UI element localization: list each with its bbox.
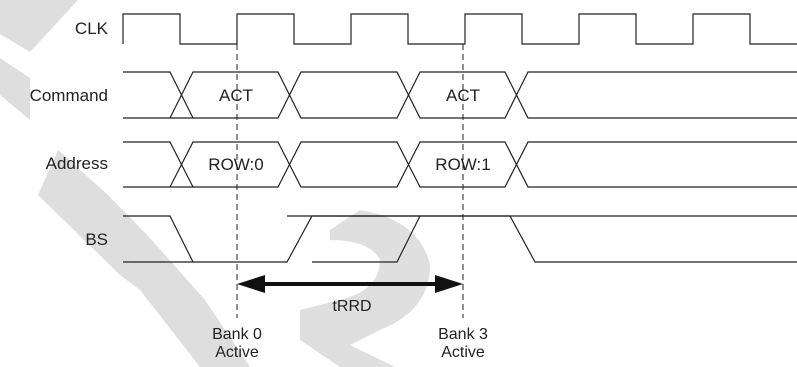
trrd-label: tRRD (332, 298, 372, 315)
watermark (0, 0, 430, 367)
bs-waveform (123, 215, 797, 263)
address-value-1: ROW:0 (208, 155, 264, 174)
bank3-label-line2: Active (441, 344, 485, 361)
command-value-2: ACT (446, 86, 480, 105)
bank3-label-line1: Bank 3 (438, 326, 488, 343)
command-value-1: ACT (219, 86, 253, 105)
bank0-label-line1: Bank 0 (212, 326, 262, 343)
address-value-2: ROW:1 (435, 155, 491, 174)
clk-label: CLK (74, 19, 108, 38)
command-waveform (123, 71, 797, 119)
bs-label: BS (85, 230, 108, 249)
address-label: Address (45, 154, 108, 173)
address-waveform (123, 141, 797, 188)
trrd-arrow (237, 275, 463, 293)
clk-waveform (122, 13, 797, 45)
command-label: Command (29, 86, 108, 105)
bank0-label-line2: Active (215, 344, 259, 361)
